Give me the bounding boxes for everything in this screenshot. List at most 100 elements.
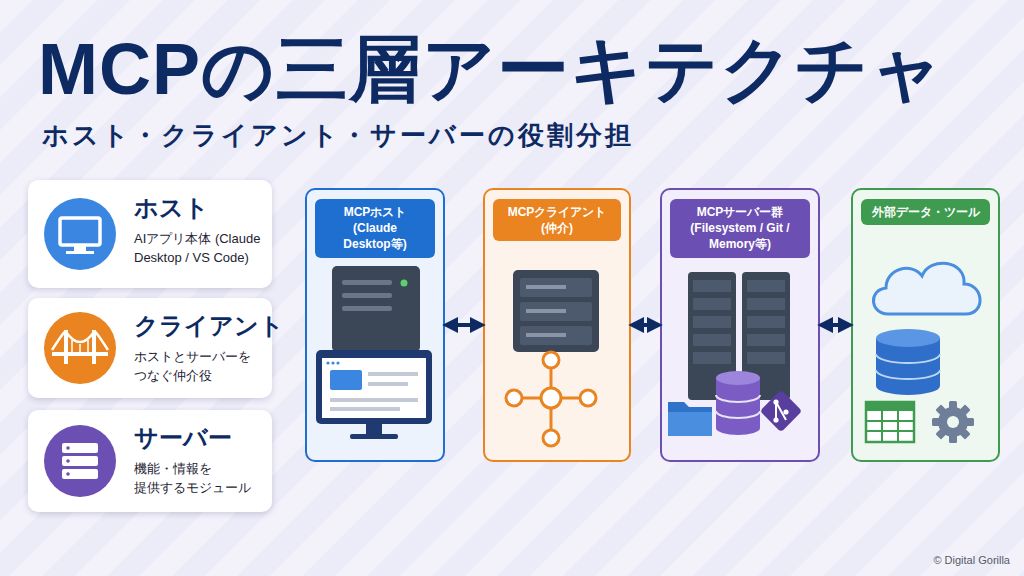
bridge-icon: [92, 330, 96, 364]
monitor-illustration: [368, 372, 418, 376]
network-hub-illustration: [506, 390, 522, 406]
server-racks-illustration: [747, 280, 785, 292]
role-card: クライアントホストとサーバーを つなぐ仲介役: [28, 298, 272, 398]
network-hub-illustration: [543, 352, 559, 368]
server-icon: [66, 446, 70, 450]
server-racks-illustration: [693, 280, 731, 292]
monitor-illustration: [366, 424, 382, 434]
monitor-illustration: [350, 434, 398, 439]
host-server-illustration: [401, 280, 408, 287]
host-icon: [60, 218, 100, 245]
client-rack-illustration: [526, 333, 566, 337]
monitor-illustration: [336, 361, 339, 364]
database-illustration: [876, 338, 940, 395]
host-icon: [66, 251, 94, 254]
server-icon: [62, 456, 98, 466]
monitor-illustration: [322, 358, 426, 418]
monitor-illustration: [330, 407, 400, 411]
server-racks-illustration: [688, 272, 736, 400]
git-logo-illustration: [776, 402, 786, 420]
gear-illustration: [932, 401, 974, 443]
server-racks-illustration: [747, 298, 785, 310]
monitor-illustration: [368, 382, 408, 386]
layer-panel: 外部データ・ツール: [851, 188, 1000, 462]
card-description: ホストとサーバーを つなぐ仲介役: [134, 348, 268, 386]
database-illustration: [716, 371, 760, 435]
database-illustration: [876, 354, 940, 379]
gear-illustration: [947, 416, 959, 428]
database-illustration: [876, 329, 940, 395]
network-hub-illustration: [514, 352, 588, 438]
monitor-illustration: [316, 350, 432, 439]
monitor-illustration: [316, 350, 432, 424]
git-logo-illustration: [760, 390, 802, 432]
diagram-title: MCPの三層アーキテクチャ: [38, 22, 945, 118]
card-heading: サーバー: [134, 422, 232, 454]
folder-illustration: [668, 402, 712, 436]
panel-header: MCPクライアント (仲介): [493, 199, 621, 241]
layer-panel: MCPクライアント (仲介): [483, 188, 631, 462]
folder-illustration: [668, 412, 712, 436]
table-illustration: [866, 402, 914, 442]
bridge-icon: [52, 352, 108, 356]
network-hub-illustration: [580, 390, 596, 406]
gear-illustration: [935, 404, 970, 439]
table-illustration: [866, 402, 914, 442]
client-rack-illustration: [520, 326, 592, 345]
git-logo-illustration: [783, 409, 788, 414]
subtitle: ホスト・クライアント・サーバーの役割分担: [42, 118, 634, 153]
network-hub-illustration: [506, 352, 596, 446]
panel-header: MCPサーバー群 (Filesystem / Git / Memory等): [670, 199, 810, 258]
database-illustration: [716, 395, 760, 418]
server-racks-illustration: [693, 352, 731, 364]
client-rack-illustration: [513, 270, 599, 352]
gear-illustration: [949, 401, 957, 443]
card-description: 機能・情報を 提供するモジュール: [134, 460, 268, 498]
folder-illustration: [668, 402, 712, 436]
gear-illustration: [932, 401, 974, 443]
host-icon: [44, 198, 116, 270]
git-logo-illustration: [773, 399, 778, 404]
gear-illustration: [932, 418, 974, 426]
panel-header: 外部データ・ツール: [861, 199, 990, 225]
card-heading: クライアント: [134, 310, 284, 342]
bridge-icon: [64, 330, 68, 364]
host-server-illustration: [332, 266, 420, 352]
client-rack-illustration: [520, 302, 592, 321]
card-description: AIアプリ本体 (Claude Desktop / VS Code): [134, 230, 268, 268]
server-racks-illustration: [742, 272, 790, 400]
server-racks-illustration: [693, 298, 731, 310]
cloud-illustration: [873, 263, 980, 314]
git-logo-illustration: [760, 390, 802, 432]
monitor-illustration: [331, 361, 334, 364]
cloud-illustration: [873, 263, 980, 314]
layer-panel: MCPホスト (Claude Desktop等): [305, 188, 445, 462]
monitor-illustration: [326, 361, 329, 364]
bridge-icon: [44, 312, 116, 384]
bidirectional-arrow: [633, 323, 658, 327]
layer-panel: MCPサーバー群 (Filesystem / Git / Memory等): [660, 188, 820, 462]
host-server-illustration: [332, 266, 420, 352]
server-icon: [44, 425, 116, 497]
server-racks-illustration: [747, 352, 785, 364]
card-heading: ホスト: [134, 192, 209, 224]
bridge-icon: [52, 331, 108, 350]
gear-illustration: [938, 407, 968, 437]
host-icon: [44, 198, 116, 270]
watermark: © Digital Gorilla: [933, 554, 1010, 566]
git-logo-illustration: [773, 417, 778, 422]
host-server-illustration: [342, 306, 392, 311]
bidirectional-arrow: [822, 323, 849, 327]
server-icon: [62, 443, 98, 453]
database-illustration: [716, 371, 760, 385]
bidirectional-arrow: [447, 323, 481, 327]
network-hub-illustration: [541, 388, 561, 408]
host-server-illustration: [342, 293, 392, 298]
database-illustration: [716, 378, 760, 435]
server-icon: [66, 472, 70, 476]
server-icon: [44, 425, 116, 497]
server-icon: [62, 469, 98, 479]
